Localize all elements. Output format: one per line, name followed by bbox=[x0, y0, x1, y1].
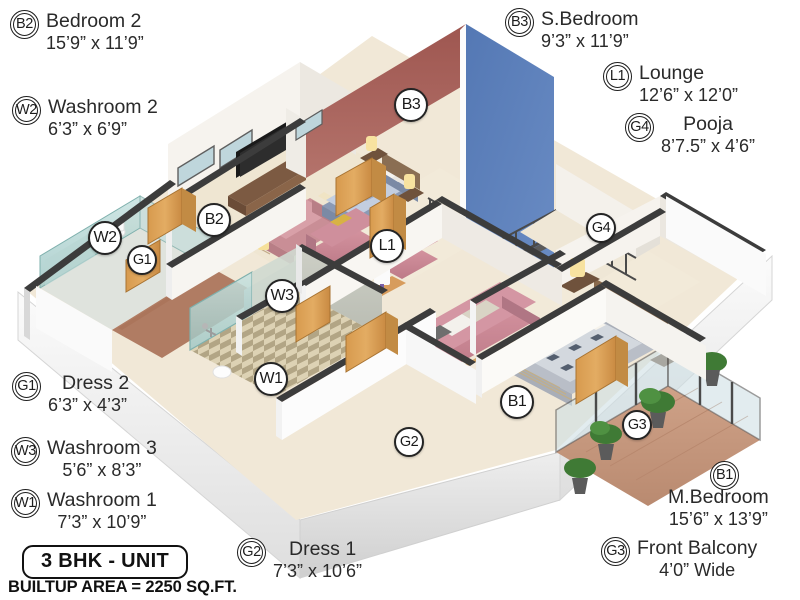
unit-type-badge: 3 BHK - UNIT bbox=[22, 545, 189, 579]
legend-name-b3: S.Bedroom bbox=[541, 8, 639, 30]
legend-dress-1: G2 Dress 1 7’3” x 10’6” bbox=[237, 538, 362, 582]
plan-marker-g2[interactable]: G2 bbox=[394, 427, 424, 457]
legend-bedroom-2: B2 Bedroom 2 15’9” x 11’9” bbox=[10, 10, 144, 54]
legend-dims-w1: 7’3” x 10’9” bbox=[57, 511, 147, 532]
legend-dims-w3: 5’6” x 8’3” bbox=[62, 459, 142, 480]
legend-code-g1: G1 bbox=[12, 372, 41, 401]
legend-code-g4: G4 bbox=[625, 113, 654, 142]
legend-name-b2: Bedroom 2 bbox=[46, 10, 142, 32]
plan-marker-g3[interactable]: G3 bbox=[622, 410, 652, 440]
builtup-area-label: BUILTUP AREA = 2250 SQ.FT. bbox=[8, 578, 237, 596]
plan-marker-g1[interactable]: G1 bbox=[127, 245, 157, 275]
legend-name-w1: Washroom 1 bbox=[47, 489, 157, 511]
legend-name-g3: Front Balcony bbox=[637, 537, 758, 559]
legend-name-g2: Dress 1 bbox=[289, 538, 357, 560]
legend-dims-w2: 6’3” x 6’9” bbox=[48, 118, 128, 139]
legend-name-b1: M.Bedroom bbox=[668, 486, 769, 508]
legend-washroom-2: W2 Washroom 2 6’3” x 6’9” bbox=[12, 96, 158, 140]
plan-marker-b1[interactable]: B1 bbox=[500, 385, 534, 419]
legend-dims-g3: 4’0” Wide bbox=[659, 559, 736, 580]
plan-marker-g4[interactable]: G4 bbox=[586, 213, 616, 243]
legend-code-b3: B3 bbox=[505, 8, 534, 37]
red-accent-wall bbox=[306, 24, 466, 178]
legend-name-l1: Lounge bbox=[639, 62, 705, 84]
plan-marker-w1[interactable]: W1 bbox=[254, 362, 288, 396]
legend-code-g2: G2 bbox=[237, 538, 266, 567]
legend-code-l1: L1 bbox=[603, 62, 632, 91]
plan-marker-l1[interactable]: L1 bbox=[370, 229, 404, 263]
plan-marker-b2[interactable]: B2 bbox=[197, 203, 231, 237]
legend-code-b1: B1 bbox=[710, 461, 739, 490]
legend-dims-g2: 7’3” x 10’6” bbox=[273, 560, 363, 581]
legend-dims-l1: 12’6” x 12’0” bbox=[639, 84, 739, 105]
legend-name-w3: Washroom 3 bbox=[47, 437, 157, 459]
legend-name-w2: Washroom 2 bbox=[48, 96, 158, 118]
legend-lounge: L1 Lounge 12’6” x 12’0” bbox=[603, 62, 738, 106]
plan-marker-w2[interactable]: W2 bbox=[88, 221, 122, 255]
unit-type-label: 3 BHK - UNIT bbox=[41, 550, 170, 572]
legend-dims-b3: 9’3” x 11’9” bbox=[541, 30, 629, 51]
legend-dress-2: G1 Dress 2 6’3” x 4’3” bbox=[12, 372, 129, 416]
legend-code-w3: W3 bbox=[11, 437, 40, 466]
legend-code-g3: G3 bbox=[601, 537, 630, 566]
legend-dims-b1: 15’6” x 13’9” bbox=[668, 508, 768, 529]
legend-name-g4: Pooja bbox=[683, 113, 733, 135]
legend-washroom-3: W3 Washroom 3 5’6” x 8’3” bbox=[11, 437, 157, 481]
legend-code-w2: W2 bbox=[12, 96, 41, 125]
legend-front-balcony: G3 Front Balcony 4’0” Wide bbox=[601, 537, 757, 581]
legend-s-bedroom: B3 S.Bedroom 9’3” x 11’9” bbox=[505, 8, 639, 52]
legend-name-g1: Dress 2 bbox=[62, 372, 130, 394]
balcony-plants bbox=[564, 352, 727, 494]
legend-washroom-1: W1 Washroom 1 7’3” x 10’9” bbox=[11, 489, 157, 533]
legend-dims-g1: 6’3” x 4’3” bbox=[48, 394, 128, 415]
plan-marker-b3[interactable]: B3 bbox=[394, 88, 428, 122]
legend-dims-b2: 15’9” x 11’9” bbox=[46, 32, 144, 53]
legend-dims-g4: 8’7.5” x 4’6” bbox=[661, 135, 756, 156]
plan-marker-w3[interactable]: W3 bbox=[265, 279, 299, 313]
doors bbox=[125, 157, 628, 405]
legend-code-b2: B2 bbox=[10, 10, 39, 39]
legend-pooja: G4 Pooja 8’7.5” x 4’6” bbox=[625, 113, 755, 157]
legend-m-bedroom-text: M.Bedroom 15’6” x 13’9” bbox=[668, 486, 769, 530]
legend-m-bedroom: B1 bbox=[710, 461, 739, 490]
legend-code-w1: W1 bbox=[11, 489, 40, 518]
